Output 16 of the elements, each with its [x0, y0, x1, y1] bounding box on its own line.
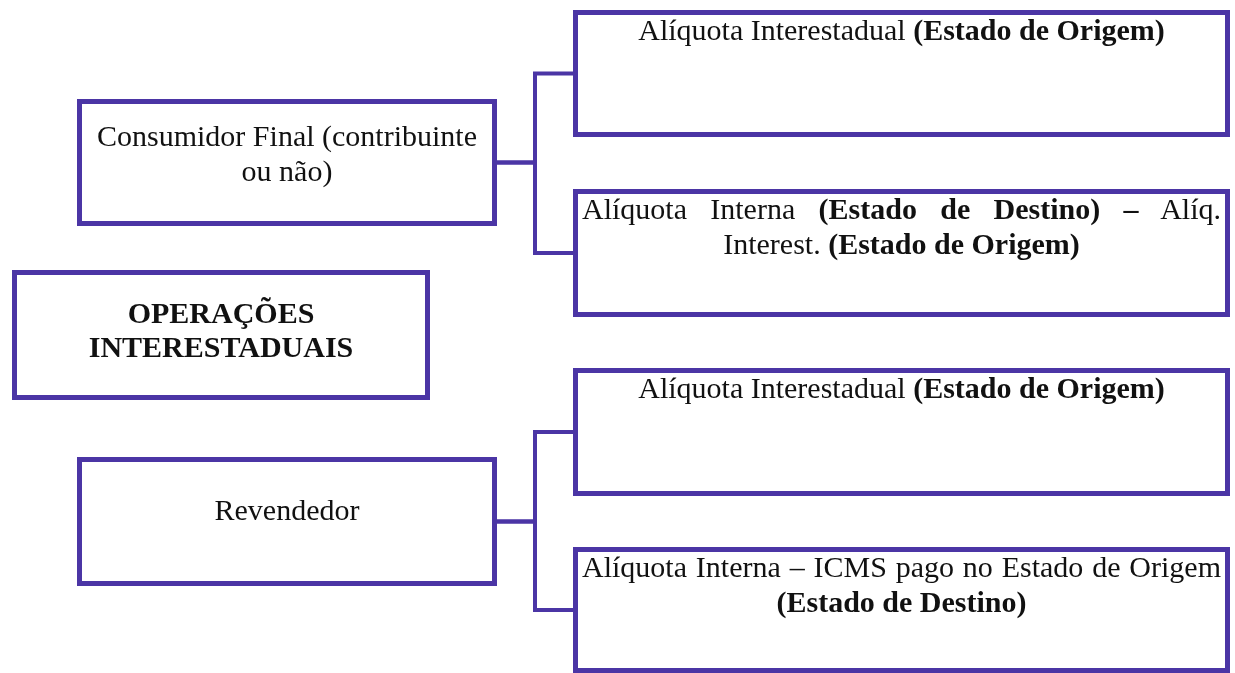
text-box [573, 189, 1230, 317]
text-box [573, 547, 1230, 673]
connector-line [497, 519, 573, 612]
text-box [573, 368, 1230, 496]
connector-line [497, 160, 573, 255]
box-text: Consumidor Final (contribuinte ou não) [96, 119, 478, 188]
box-text: Revendedor [214, 493, 360, 528]
text-box [77, 457, 497, 586]
text-box [573, 10, 1230, 137]
text-box [12, 270, 430, 400]
box-text: Alíquota Interestadual (Estado de Origem) [637, 13, 1166, 48]
box-text: Alíquota Interestadual (Estado de Origem) [637, 371, 1166, 406]
box-text: OPERAÇÕES INTERESTADUAIS [87, 295, 355, 365]
text-box [77, 99, 497, 226]
box-text: Alíquota Interna – ICMS pago no Estado de Origem (Estado de Destino) [581, 550, 1222, 619]
box-text: Alíquota Interna (Estado de Destino) – Alíq. Interest. (Estado de Origem) [581, 192, 1222, 261]
